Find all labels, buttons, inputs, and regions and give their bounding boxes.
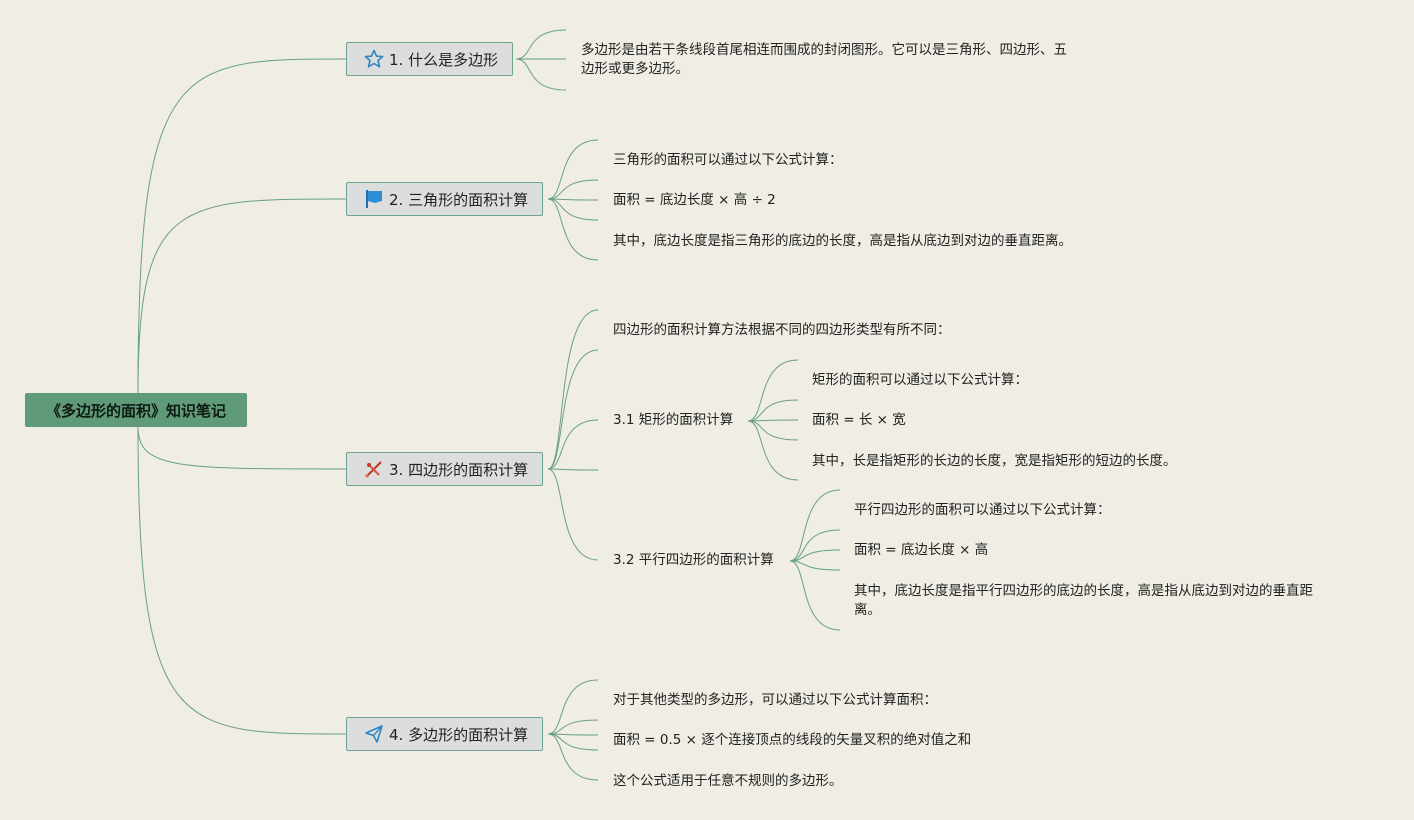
fan-s2-1: [547, 179, 599, 200]
fan-s1-2: [515, 58, 567, 91]
definition-text: 多边形是由若干条线段首尾相连而围成的封闭图形。它可以是三角形、四边形、五边形或更…: [581, 42, 1067, 77]
fan-s31-3: [747, 420, 799, 441]
rectangle-formula: 面积 = 长 × 宽: [812, 412, 906, 428]
fan-s1-0: [515, 29, 567, 60]
fan-s3-2: [547, 419, 599, 470]
triangle-intro: 三角形的面积可以通过以下公式计算：: [613, 152, 843, 168]
topic-triangle-area[interactable]: 2. 三角形的面积计算: [346, 182, 544, 216]
tools-icon: [363, 458, 385, 480]
fan-s32-1: [789, 529, 841, 562]
subtopic-rectangle[interactable]: 3.1 矩形的面积计算: [613, 412, 734, 428]
link-root-3: [137, 426, 347, 470]
fan-s4-4: [547, 733, 599, 781]
parallelogram-intro: 平行四边形的面积可以通过以下公式计算：: [854, 502, 1111, 518]
fan-s31-1: [747, 399, 799, 422]
fan-s3-0: [547, 309, 599, 470]
triangle-explanation: 其中，底边长度是指三角形的底边的长度，高是指从底边到对边的垂直距离。: [613, 233, 1072, 249]
topic-polygon-area[interactable]: 4. 多边形的面积计算: [346, 717, 544, 751]
link-root-1: [137, 58, 347, 394]
topic-quadrilateral-area[interactable]: 3. 四边形的面积计算: [346, 452, 544, 486]
star-icon: [363, 48, 385, 70]
fan-s3-4: [547, 468, 599, 561]
link-root-2: [137, 198, 347, 394]
fan-s2-2: [547, 198, 599, 201]
fan-s31-2: [747, 419, 799, 422]
fan-s32-2: [789, 549, 841, 562]
fan-s31-4: [747, 420, 799, 481]
quadrilateral-intro: 四边形的面积计算方法根据不同的四边形类型有所不同：: [613, 322, 951, 338]
polygon-note: 这个公式适用于任意不规则的多边形。: [613, 773, 843, 789]
fan-s3-1: [547, 349, 599, 470]
root-topic[interactable]: 《多边形的面积》知识笔记: [25, 393, 247, 427]
fan-s32-4: [789, 560, 841, 631]
link-root-4: [137, 426, 347, 735]
triangle-formula: 面积 = 底边长度 × 高 ÷ 2: [613, 192, 776, 208]
parallelogram-explanation: 其中，底边长度是指平行四边形的底边的长度，高是指从底边到对边的垂直距离。: [854, 583, 1313, 618]
parallelogram-formula: 面积 = 底边长度 × 高: [854, 542, 989, 558]
fan-s32-3: [789, 560, 841, 571]
topic-what-is-polygon[interactable]: 1. 什么是多边形: [346, 42, 514, 76]
fan-s2-0: [547, 139, 599, 200]
fan-s3-3: [547, 468, 599, 471]
rectangle-explanation: 其中，长是指矩形的长边的长度，宽是指矩形的短边的长度。: [812, 453, 1177, 469]
polygon-intro: 对于其他类型的多边形，可以通过以下公式计算面积：: [613, 692, 937, 708]
paper-plane-icon: [363, 723, 385, 745]
fan-s2-4: [547, 198, 599, 261]
fan-s4-1: [547, 719, 599, 735]
fan-s32-0: [789, 489, 841, 562]
fan-s2-3: [547, 198, 599, 221]
polygon-formula: 面积 = 0.5 × 逐个连接顶点的线段的矢量叉积的绝对值之和: [613, 732, 972, 748]
flag-icon: [363, 188, 385, 210]
rectangle-intro: 矩形的面积可以通过以下公式计算：: [812, 372, 1028, 388]
subtopic-parallelogram[interactable]: 3.2 平行四边形的面积计算: [613, 552, 774, 568]
fan-s4-3: [547, 733, 599, 751]
fan-s31-0: [747, 359, 799, 422]
fan-s4-0: [547, 679, 599, 735]
